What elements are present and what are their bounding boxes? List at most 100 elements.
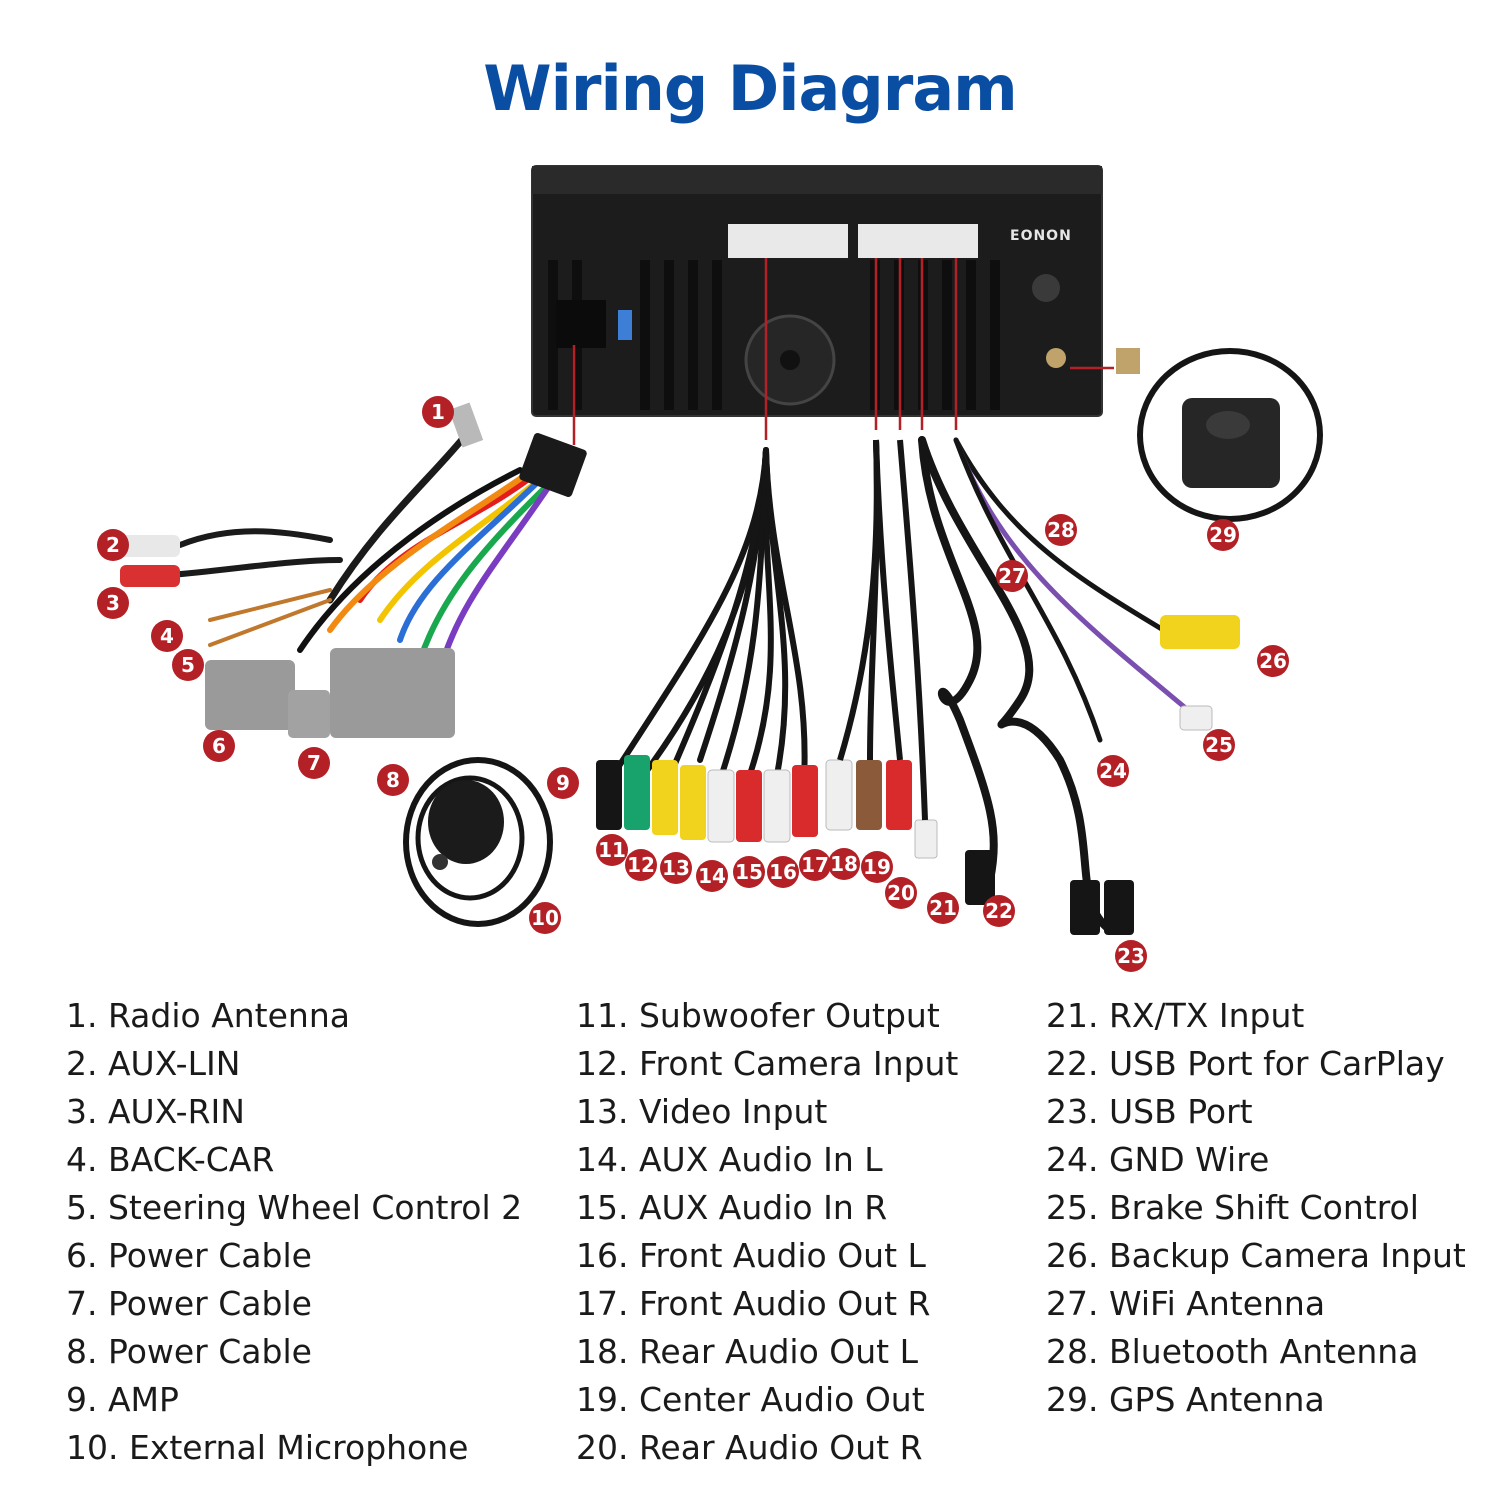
marker-circle: [828, 848, 860, 880]
backup-camera-plug: [1160, 615, 1240, 649]
legend-column-2: 11. Subwoofer Output 12. Front Camera Inp…: [576, 992, 958, 1472]
marker-circle: [596, 834, 628, 866]
marker-12: 12: [625, 849, 657, 881]
marker-label: 19: [863, 855, 891, 879]
marker-label: 26: [1259, 649, 1287, 673]
power-plug-6: [205, 660, 295, 730]
legend-item: 14. AUX Audio In L: [576, 1140, 883, 1179]
usb-cables: [918, 436, 1114, 934]
marker-17: 17: [799, 849, 831, 881]
legend-item: 3. AUX-RIN: [66, 1092, 245, 1131]
legend-item: 2. AUX-LIN: [66, 1044, 241, 1083]
marker-label: 7: [307, 751, 321, 775]
legend-item: 11. Subwoofer Output: [576, 996, 940, 1035]
marker-circle: [172, 649, 204, 681]
marker-label: 13: [662, 856, 690, 880]
marker-24: 24: [1097, 755, 1129, 787]
legend-item: 6. Power Cable: [66, 1236, 312, 1275]
marker-1: 1: [422, 396, 454, 428]
head-unit: EONON: [531, 165, 1103, 417]
usb-plug-2: [1104, 880, 1134, 935]
marker-label: 11: [598, 838, 626, 862]
marker-label: 14: [698, 864, 726, 888]
marker-label: 18: [830, 852, 858, 876]
marker-circle: [696, 860, 728, 892]
marker-label: 25: [1205, 733, 1233, 757]
audio-out-cables: [837, 439, 928, 821]
legend-item: 24. GND Wire: [1046, 1140, 1270, 1179]
marker-11: 11: [596, 834, 628, 866]
marker-4: 4: [151, 620, 183, 652]
marker-circle: [203, 730, 235, 762]
marker-circle: [799, 849, 831, 881]
legend-item: 18. Rear Audio Out L: [576, 1332, 918, 1371]
legend-item: 1. Radio Antenna: [66, 996, 350, 1035]
legend-item: 10. External Microphone: [66, 1428, 469, 1467]
marker-circle: [151, 620, 183, 652]
fuse: [618, 310, 632, 340]
legend-item: 12. Front Camera Input: [576, 1044, 959, 1083]
legend-item: 15. AUX Audio In R: [576, 1188, 888, 1227]
marker-label: 10: [531, 906, 559, 930]
marker-28: 28: [1045, 514, 1077, 546]
marker-circle: [1045, 514, 1077, 546]
legend-item: 7. Power Cable: [66, 1284, 312, 1323]
rca-harness: [607, 447, 808, 783]
power-plug-7: [288, 690, 330, 738]
marker-label: 20: [887, 881, 915, 905]
marker-circle: [996, 560, 1028, 592]
marker-circle: [927, 892, 959, 924]
wifi-port: [1046, 348, 1066, 368]
misc-cables: [953, 437, 1203, 743]
marker-circle: [1097, 755, 1129, 787]
legend-item: 16. Front Audio Out L: [576, 1236, 926, 1275]
marker-18: 18: [828, 848, 860, 880]
marker-14: 14: [696, 860, 728, 892]
legend-item: 17. Front Audio Out R: [576, 1284, 931, 1323]
marker-label: 8: [386, 768, 400, 792]
legend-item: 19. Center Audio Out: [576, 1380, 925, 1419]
antenna-port: [556, 300, 606, 348]
marker-circle: [625, 849, 657, 881]
marker-circle: [97, 587, 129, 619]
marker-label: 29: [1209, 523, 1237, 547]
marker-23: 23: [1115, 940, 1147, 972]
marker-13: 13: [660, 852, 692, 884]
marker-22: 22: [983, 895, 1015, 927]
marker-15: 15: [733, 856, 765, 888]
marker-label: 24: [1099, 759, 1127, 783]
marker-26: 26: [1257, 645, 1289, 677]
marker-label: 15: [735, 860, 763, 884]
marker-circle: [767, 856, 799, 888]
marker-19: 19: [861, 851, 893, 883]
legend-item: 4. BACK-CAR: [66, 1140, 275, 1179]
marker-6: 6: [203, 730, 235, 762]
marker-label: 6: [212, 734, 226, 758]
marker-circle: [97, 529, 129, 561]
marker-label: 9: [556, 771, 570, 795]
power-harness: [167, 426, 563, 673]
marker-27: 27: [996, 560, 1028, 592]
marker-label: 5: [181, 653, 195, 677]
legend-item: 13. Video Input: [576, 1092, 828, 1131]
marker-16: 16: [767, 856, 799, 888]
legend-item: 20. Rear Audio Out R: [576, 1428, 923, 1467]
marker-label: 28: [1047, 518, 1075, 542]
connector-port-right: [858, 224, 978, 258]
marker-circle: [861, 851, 893, 883]
marker-circle: [547, 767, 579, 799]
legend-item: 22. USB Port for CarPlay: [1046, 1044, 1445, 1083]
marker-circle: [885, 877, 917, 909]
marker-circle: [422, 396, 454, 428]
legend-item: 27. WiFi Antenna: [1046, 1284, 1326, 1323]
marker-circle: [298, 747, 330, 779]
marker-circle: [529, 902, 561, 934]
marker-label: 4: [160, 624, 174, 648]
legend-item: 25. Brake Shift Control: [1046, 1188, 1419, 1227]
brand-logo: EONON: [1010, 228, 1072, 244]
legend-item: 23. USB Port: [1046, 1092, 1253, 1131]
wiring-diagram: EONON: [97, 165, 1323, 972]
marker-circle: [1207, 519, 1239, 551]
connector-port-left: [728, 224, 848, 258]
marker-label: 23: [1117, 944, 1145, 968]
